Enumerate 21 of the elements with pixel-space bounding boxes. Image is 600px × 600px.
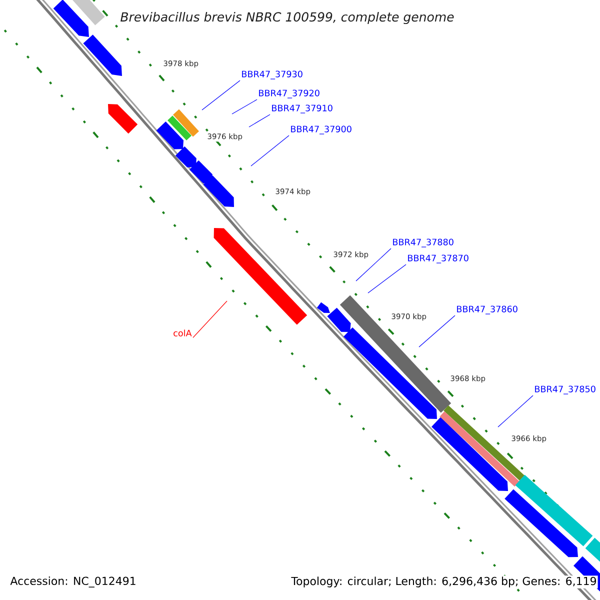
leader-line: [192, 300, 228, 338]
leader-line: [418, 315, 456, 348]
gene-label: BBR47_37870: [408, 254, 468, 264]
leader-line: [356, 248, 392, 282]
gene-label: BBR47_37900: [291, 126, 352, 134]
footer-text: Accession: NC_012491: [9, 576, 138, 588]
title: Brevibacillus brevis NBRC 100599, complete genome: [120, 12, 454, 24]
leader-line: [232, 99, 258, 114]
footer-text: Topology: circular; Length: 6,296,436 bp; Genes: 6,119: [290, 576, 598, 588]
gene-label: BBR47_37850: [535, 386, 596, 394]
leader-line: [202, 80, 240, 110]
gene-label: colA: [174, 330, 192, 336]
gene-label: BBR47_37920: [259, 90, 320, 98]
gene-label: BBR47_37880: [393, 238, 454, 248]
gene-label: BBR47_37930: [242, 70, 302, 80]
gene-label: BBR47_37860: [457, 306, 518, 314]
leader-line: [498, 395, 534, 428]
leader-line: [250, 135, 290, 166]
gene-label: BBR47_37910: [272, 104, 332, 114]
leader-line: [248, 114, 270, 128]
leader-line: [368, 264, 406, 294]
